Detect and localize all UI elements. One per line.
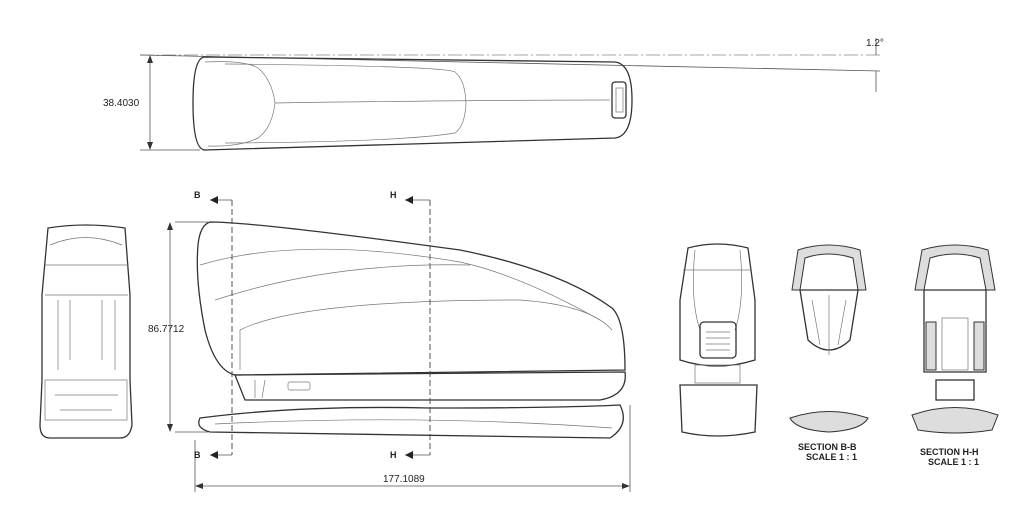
dimension-angle: 1.2° (866, 38, 884, 49)
section-b-title: SECTION B-B (798, 442, 857, 452)
section-lines: B B H H (194, 190, 431, 460)
rear-view (679, 243, 758, 437)
section-marker-b-top: B (194, 190, 201, 200)
section-b-scale: SCALE 1 : 1 (806, 452, 857, 462)
top-view: 38.4030 1.2° (103, 38, 884, 151)
dimension-side-height: 86.7712 (148, 324, 185, 335)
section-marker-b-bottom: B (194, 450, 201, 460)
section-h-h: SECTION H-H SCALE 1 : 1 (911, 244, 999, 467)
section-h-title: SECTION H-H (920, 447, 979, 457)
front-view (39, 224, 133, 439)
dimension-overall-length: 177.1089 (383, 474, 425, 485)
side-view: 86.7712 177.1089 (148, 221, 631, 492)
section-marker-h-bottom: H (390, 450, 397, 460)
section-b-b: SECTION B-B SCALE 1 : 1 (789, 244, 869, 462)
dimension-top-height: 38.4030 (103, 98, 140, 109)
section-marker-h-top: H (390, 190, 397, 200)
section-h-scale: SCALE 1 : 1 (928, 457, 979, 467)
